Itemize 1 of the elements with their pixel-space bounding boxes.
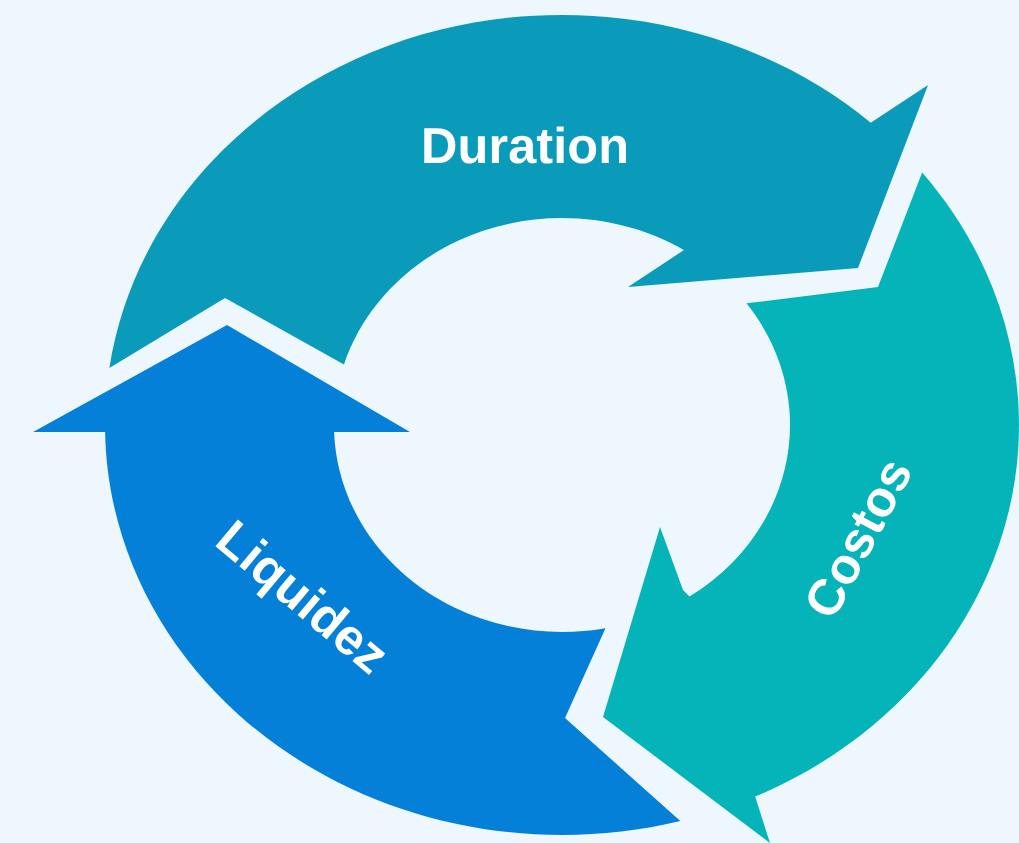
cycle-segment: Duration [109, 14, 928, 368]
